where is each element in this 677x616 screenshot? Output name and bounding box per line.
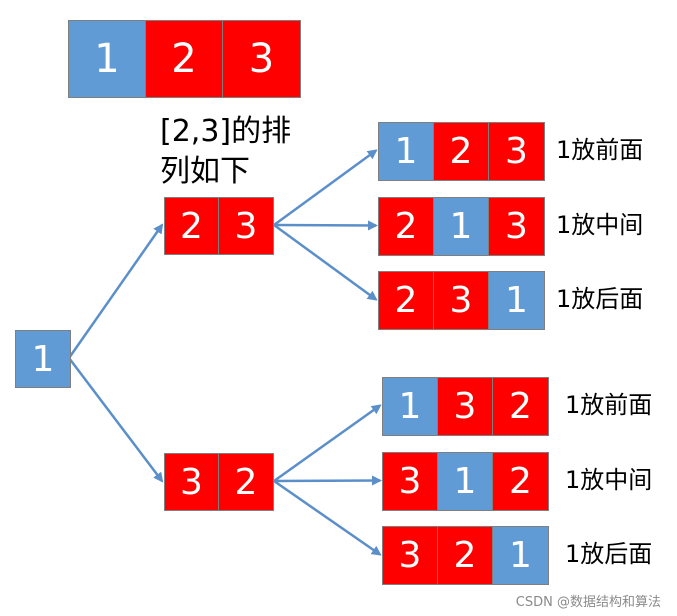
arrow-branch-2-to-result-2	[273, 475, 382, 486]
result-label-2-3: 1放后面	[565, 540, 653, 568]
top-array-cell-2: 2	[146, 21, 223, 97]
result-row-1-3-cell-2: 3	[434, 272, 489, 329]
branch-node-1-cell-2: 3	[219, 198, 273, 254]
root-node-cell: 1	[16, 331, 70, 387]
result-row-1-3-cell-3: 1	[489, 272, 544, 329]
result-row-2-1-cell-1: 1	[383, 378, 438, 435]
result-row-2-2-cell-2: 1	[438, 453, 493, 510]
result-row-1-1-cell-3: 3	[489, 123, 544, 180]
result-row-2-3-cell-3: 1	[493, 527, 548, 584]
branch-node-2-cell-1: 3	[165, 454, 219, 510]
result-row-2-3-cell-2: 2	[438, 527, 493, 584]
note-line-2: 列如下	[160, 154, 250, 189]
result-label-2-2: 1放中间	[565, 466, 653, 494]
permutation-note: [2,3]的排 列如下	[160, 112, 291, 192]
arrow-branch-1-to-result-2	[273, 220, 378, 231]
arrow-root-to-branch-1	[67, 223, 164, 359]
result-row-2-1-cell-3: 2	[493, 378, 548, 435]
arrow-branch-2-to-result-3	[273, 479, 382, 556]
result-row-1-2-cell-2: 1	[434, 198, 489, 255]
arrow-root-to-branch-2	[68, 357, 164, 483]
branch-node-1-cell-1: 2	[165, 198, 219, 254]
arrow-branch-2-to-result-1	[273, 404, 382, 483]
result-label-2-1: 1放前面	[565, 391, 653, 419]
result-row-2-1-cell-2: 3	[438, 378, 493, 435]
result-label-1-2: 1放中间	[556, 211, 644, 239]
top-array-cell-1: 1	[69, 21, 146, 97]
root-node: 1	[15, 330, 71, 388]
result-row-1-1-cell-1: 1	[379, 123, 434, 180]
result-row-2-2-cell-1: 3	[383, 453, 438, 510]
watermark: CSDN @数据结构和算法	[515, 595, 661, 610]
result-row-2-2-cell-3: 2	[493, 453, 548, 510]
result-row-1-1-cell-2: 2	[434, 123, 489, 180]
result-label-1-3: 1放后面	[556, 285, 644, 313]
arrow-branch-1-to-result-1	[273, 149, 378, 227]
result-row-1-2-cell-3: 3	[489, 198, 544, 255]
note-line-1: [2,3]的排	[160, 114, 292, 149]
result-row-1-2-cell-1: 2	[379, 198, 434, 255]
result-row-2-3-cell-1: 3	[383, 527, 438, 584]
result-row-1-3-cell-1: 2	[379, 272, 434, 329]
result-label-1-1: 1放前面	[556, 136, 644, 164]
top-array-cell-3: 3	[223, 21, 300, 97]
branch-node-2-cell-2: 2	[219, 454, 273, 510]
arrow-branch-1-to-result-3	[273, 223, 378, 301]
